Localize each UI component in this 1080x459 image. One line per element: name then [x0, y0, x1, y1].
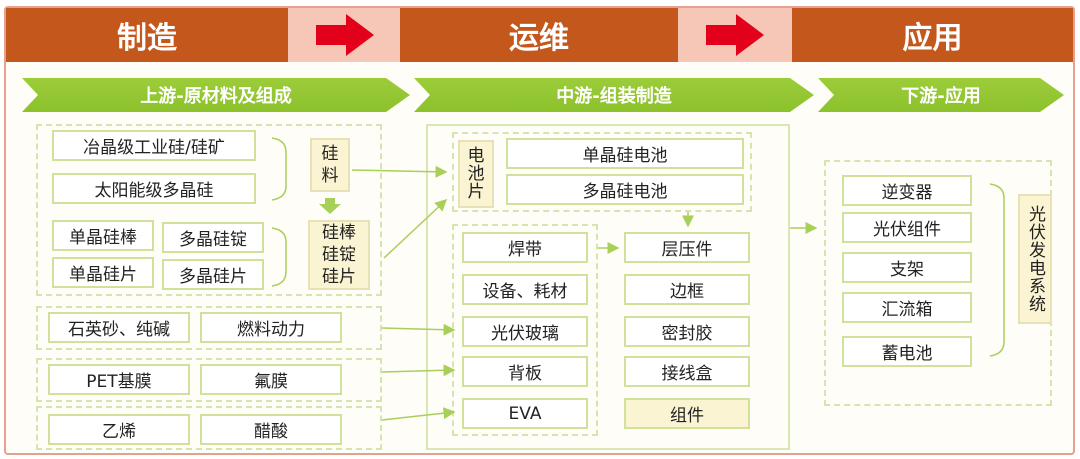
- module-label: 组件: [670, 406, 704, 426]
- frame-box: 边框: [624, 274, 750, 305]
- bracket-downstream: [989, 183, 1005, 357]
- mono-cell-box: 单晶硅电池: [506, 138, 744, 169]
- section-midstream-label: 中游-组装制造: [556, 86, 672, 107]
- battery-label: 蓄电池: [881, 344, 933, 364]
- pv-glass-box: 光伏玻璃: [462, 316, 588, 347]
- pv-module-label: 光伏组件: [873, 220, 941, 240]
- section-downstream-label: 下游-应用: [901, 86, 981, 107]
- upstream-glass-group: [36, 306, 382, 350]
- acetic-acid-label: 醋酸: [254, 422, 288, 442]
- junction-box-label: 接线盒: [661, 364, 713, 384]
- laminate-box: 层压件: [624, 232, 750, 263]
- multi-wafer-box: 多晶硅片: [162, 259, 264, 290]
- metallurgical-silicon-label: 冶晶级工业硅/硅矿: [83, 138, 225, 158]
- backsheet-label: 背板: [508, 364, 542, 384]
- section-midstream: 中游-组装制造: [414, 78, 814, 112]
- ribbon-label: 焊带: [508, 240, 542, 260]
- eva-box: EVA: [462, 398, 588, 429]
- bracket-ingot: [271, 227, 287, 287]
- mono-cell-label: 单晶硅电池: [582, 146, 668, 166]
- mono-ingot-label: 单晶硅棒: [69, 228, 137, 248]
- ribbon-box: 焊带: [462, 232, 588, 263]
- red-arrow-1-icon: [316, 14, 374, 56]
- mono-ingot-box: 单晶硅棒: [52, 220, 154, 251]
- stage-operation: 运维: [400, 8, 678, 62]
- multi-ingot-box: 多晶硅锭: [162, 222, 264, 253]
- mono-wafer-label: 单晶硅片: [69, 265, 137, 285]
- stage-application: 应用: [792, 8, 1073, 62]
- eva-label: EVA: [508, 403, 542, 424]
- fluoro-film-box: 氟膜: [200, 364, 342, 395]
- inverter-label: 逆变器: [881, 183, 933, 203]
- cell-label: 电 池 片: [467, 146, 485, 202]
- cell-label-box: 电 池 片: [458, 140, 494, 208]
- upstream-eva-group: [36, 406, 382, 450]
- mono-wafer-box: 单晶硅片: [52, 257, 154, 288]
- section-upstream: 上游-原材料及组成: [22, 78, 410, 112]
- arrow-silicon-to-cell: [351, 165, 448, 178]
- multi-cell-label: 多晶硅电池: [582, 182, 668, 202]
- acetic-acid-box: 醋酸: [200, 414, 342, 445]
- sealant-label: 密封胶: [661, 324, 713, 344]
- equipment-label: 设备、耗材: [482, 282, 568, 302]
- pv-system-label: 光伏发电系统: [1025, 205, 1045, 313]
- stage-operation-label: 运维: [509, 21, 569, 56]
- multi-cell-box: 多晶硅电池: [506, 174, 744, 205]
- quartz-soda-box: 石英砂、纯碱: [48, 312, 190, 343]
- multi-ingot-label: 多晶硅锭: [179, 230, 247, 250]
- arrow-glass: [381, 323, 456, 336]
- combiner-label: 汇流箱: [881, 300, 933, 320]
- stage-manufacturing: 制造: [6, 8, 288, 62]
- silicon-material-label: 硅 料: [321, 144, 339, 186]
- arrow-ingot-to-cell: [383, 198, 448, 259]
- red-arrow-2-icon: [706, 14, 764, 56]
- fuel-power-box: 燃料动力: [200, 312, 342, 343]
- ethylene-box: 乙烯: [48, 414, 190, 445]
- upstream-silicon-group: [36, 124, 382, 296]
- frame-label: 边框: [670, 282, 704, 302]
- junction-box: 接线盒: [624, 356, 750, 387]
- pv-glass-label: 光伏玻璃: [491, 324, 559, 344]
- polysilicon-label: 太阳能级多晶硅: [94, 181, 214, 201]
- ingot-wafer-label: 硅棒 硅锭 硅片: [322, 223, 356, 287]
- laminate-label: 层压件: [661, 240, 713, 260]
- metallurgical-silicon-box: 冶晶级工业硅/硅矿: [52, 130, 256, 161]
- backsheet-box: 背板: [462, 356, 588, 387]
- equipment-box: 设备、耗材: [462, 274, 588, 305]
- quartz-soda-label: 石英砂、纯碱: [68, 320, 170, 340]
- down-arrow-icon: [319, 198, 341, 214]
- pv-system-box: 光伏发电系统: [1018, 194, 1052, 324]
- sealant-box: 密封胶: [624, 316, 750, 347]
- combiner-box: 汇流箱: [842, 292, 972, 323]
- arrow-backsheet: [381, 364, 456, 377]
- battery-box: 蓄电池: [842, 336, 972, 367]
- fluoro-film-label: 氟膜: [254, 372, 288, 392]
- silicon-material-box: 硅 料: [310, 138, 350, 192]
- multi-wafer-label: 多晶硅片: [179, 267, 247, 287]
- bracket-silicon: [271, 137, 287, 201]
- stage-manufacturing-label: 制造: [117, 21, 177, 56]
- ingot-wafer-box: 硅棒 硅锭 硅片: [308, 220, 370, 290]
- polysilicon-box: 太阳能级多晶硅: [52, 173, 256, 204]
- section-upstream-label: 上游-原材料及组成: [140, 86, 292, 107]
- upstream-backsheet-group: [36, 358, 382, 402]
- mount-label: 支架: [890, 260, 924, 280]
- pet-film-label: PET基膜: [86, 372, 152, 392]
- arrow-eva: [381, 407, 456, 421]
- fuel-power-label: 燃料动力: [237, 320, 305, 340]
- pv-module-box: 光伏组件: [842, 212, 972, 243]
- section-downstream: 下游-应用: [818, 78, 1064, 112]
- pet-film-box: PET基膜: [48, 364, 190, 395]
- cell-group: [452, 132, 752, 212]
- midstream-group: [426, 124, 790, 450]
- inverter-box: 逆变器: [842, 175, 972, 206]
- ethylene-label: 乙烯: [102, 422, 136, 442]
- stage-application-label: 应用: [902, 21, 963, 56]
- module-box: 组件: [624, 398, 750, 429]
- mount-box: 支架: [842, 252, 972, 283]
